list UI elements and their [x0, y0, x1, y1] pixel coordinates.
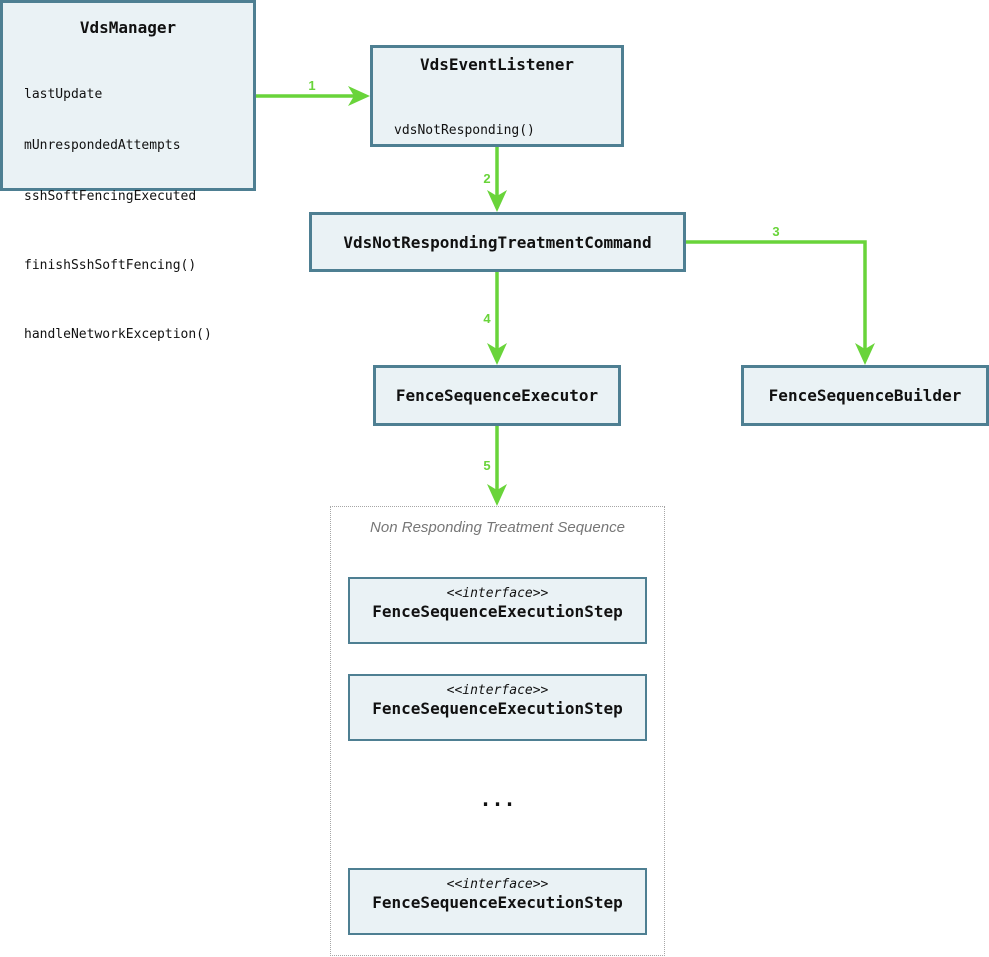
sequence-builder-class[interactable]: FenceSequenceBuilder: [741, 365, 989, 426]
sequence-frame: Non Responding Treatment Sequence <<inte…: [330, 506, 665, 956]
edge-2: 2: [483, 147, 507, 212]
vds-manager-class[interactable]: VdsManager lastUpdate mUnrespondedAttemp…: [0, 0, 256, 342]
method-finish-ssh-soft-fencing: finishSshSoftFencing(): [24, 258, 197, 273]
method-vds-not-responding: vdsNotResponding(): [394, 123, 535, 138]
vds-event-listener-class[interactable]: VdsEventListener vdsNotResponding(): [370, 45, 624, 147]
step-stereotype: <<interface>>: [446, 586, 549, 601]
edge-5: 5: [483, 426, 507, 506]
edge-1: 1: [256, 78, 370, 106]
treatment-command-title: VdsNotRespondingTreatmentCommand: [343, 232, 652, 252]
edge-4: 4: [483, 272, 507, 365]
step-title: FenceSequenceExecutionStep: [372, 893, 623, 912]
step-stereotype: <<interface>>: [446, 683, 549, 698]
steps-ellipsis: ...: [479, 787, 516, 811]
sequence-executor-title: FenceSequenceExecutor: [395, 386, 599, 405]
vds-event-listener-title: VdsEventListener: [419, 55, 575, 74]
edge-2-label: 2: [483, 171, 490, 186]
edge-1-label: 1: [308, 78, 315, 93]
attribute-last-update: lastUpdate: [24, 87, 103, 102]
edge-3-label: 3: [772, 224, 779, 239]
treatment-command-class[interactable]: VdsNotRespondingTreatmentCommand: [309, 212, 686, 272]
edge-3: 3: [686, 224, 875, 365]
sequence-executor-class[interactable]: FenceSequenceExecutor: [373, 365, 621, 426]
method-handle-network-exception: handleNetworkException(): [24, 327, 212, 342]
execution-step-1[interactable]: <<interface>> FenceSequenceExecutionStep: [348, 577, 647, 644]
sequence-label: Non Responding Treatment Sequence: [370, 519, 625, 536]
edge-5-label: 5: [483, 458, 490, 473]
attribute-ssh-soft-fencing-executed: sshSoftFencingExecuted: [24, 189, 197, 204]
step-title: FenceSequenceExecutionStep: [372, 699, 623, 718]
vds-manager-title: VdsManager: [79, 18, 177, 37]
execution-step-3[interactable]: <<interface>> FenceSequenceExecutionStep: [348, 868, 647, 935]
attribute-unresponded-attempts: mUnrespondedAttempts: [24, 138, 181, 153]
sequence-builder-title: FenceSequenceBuilder: [768, 386, 962, 405]
step-stereotype: <<interface>>: [446, 877, 549, 892]
edge-4-label: 4: [483, 311, 491, 326]
step-title: FenceSequenceExecutionStep: [372, 602, 623, 621]
execution-step-2[interactable]: <<interface>> FenceSequenceExecutionStep: [348, 674, 647, 741]
